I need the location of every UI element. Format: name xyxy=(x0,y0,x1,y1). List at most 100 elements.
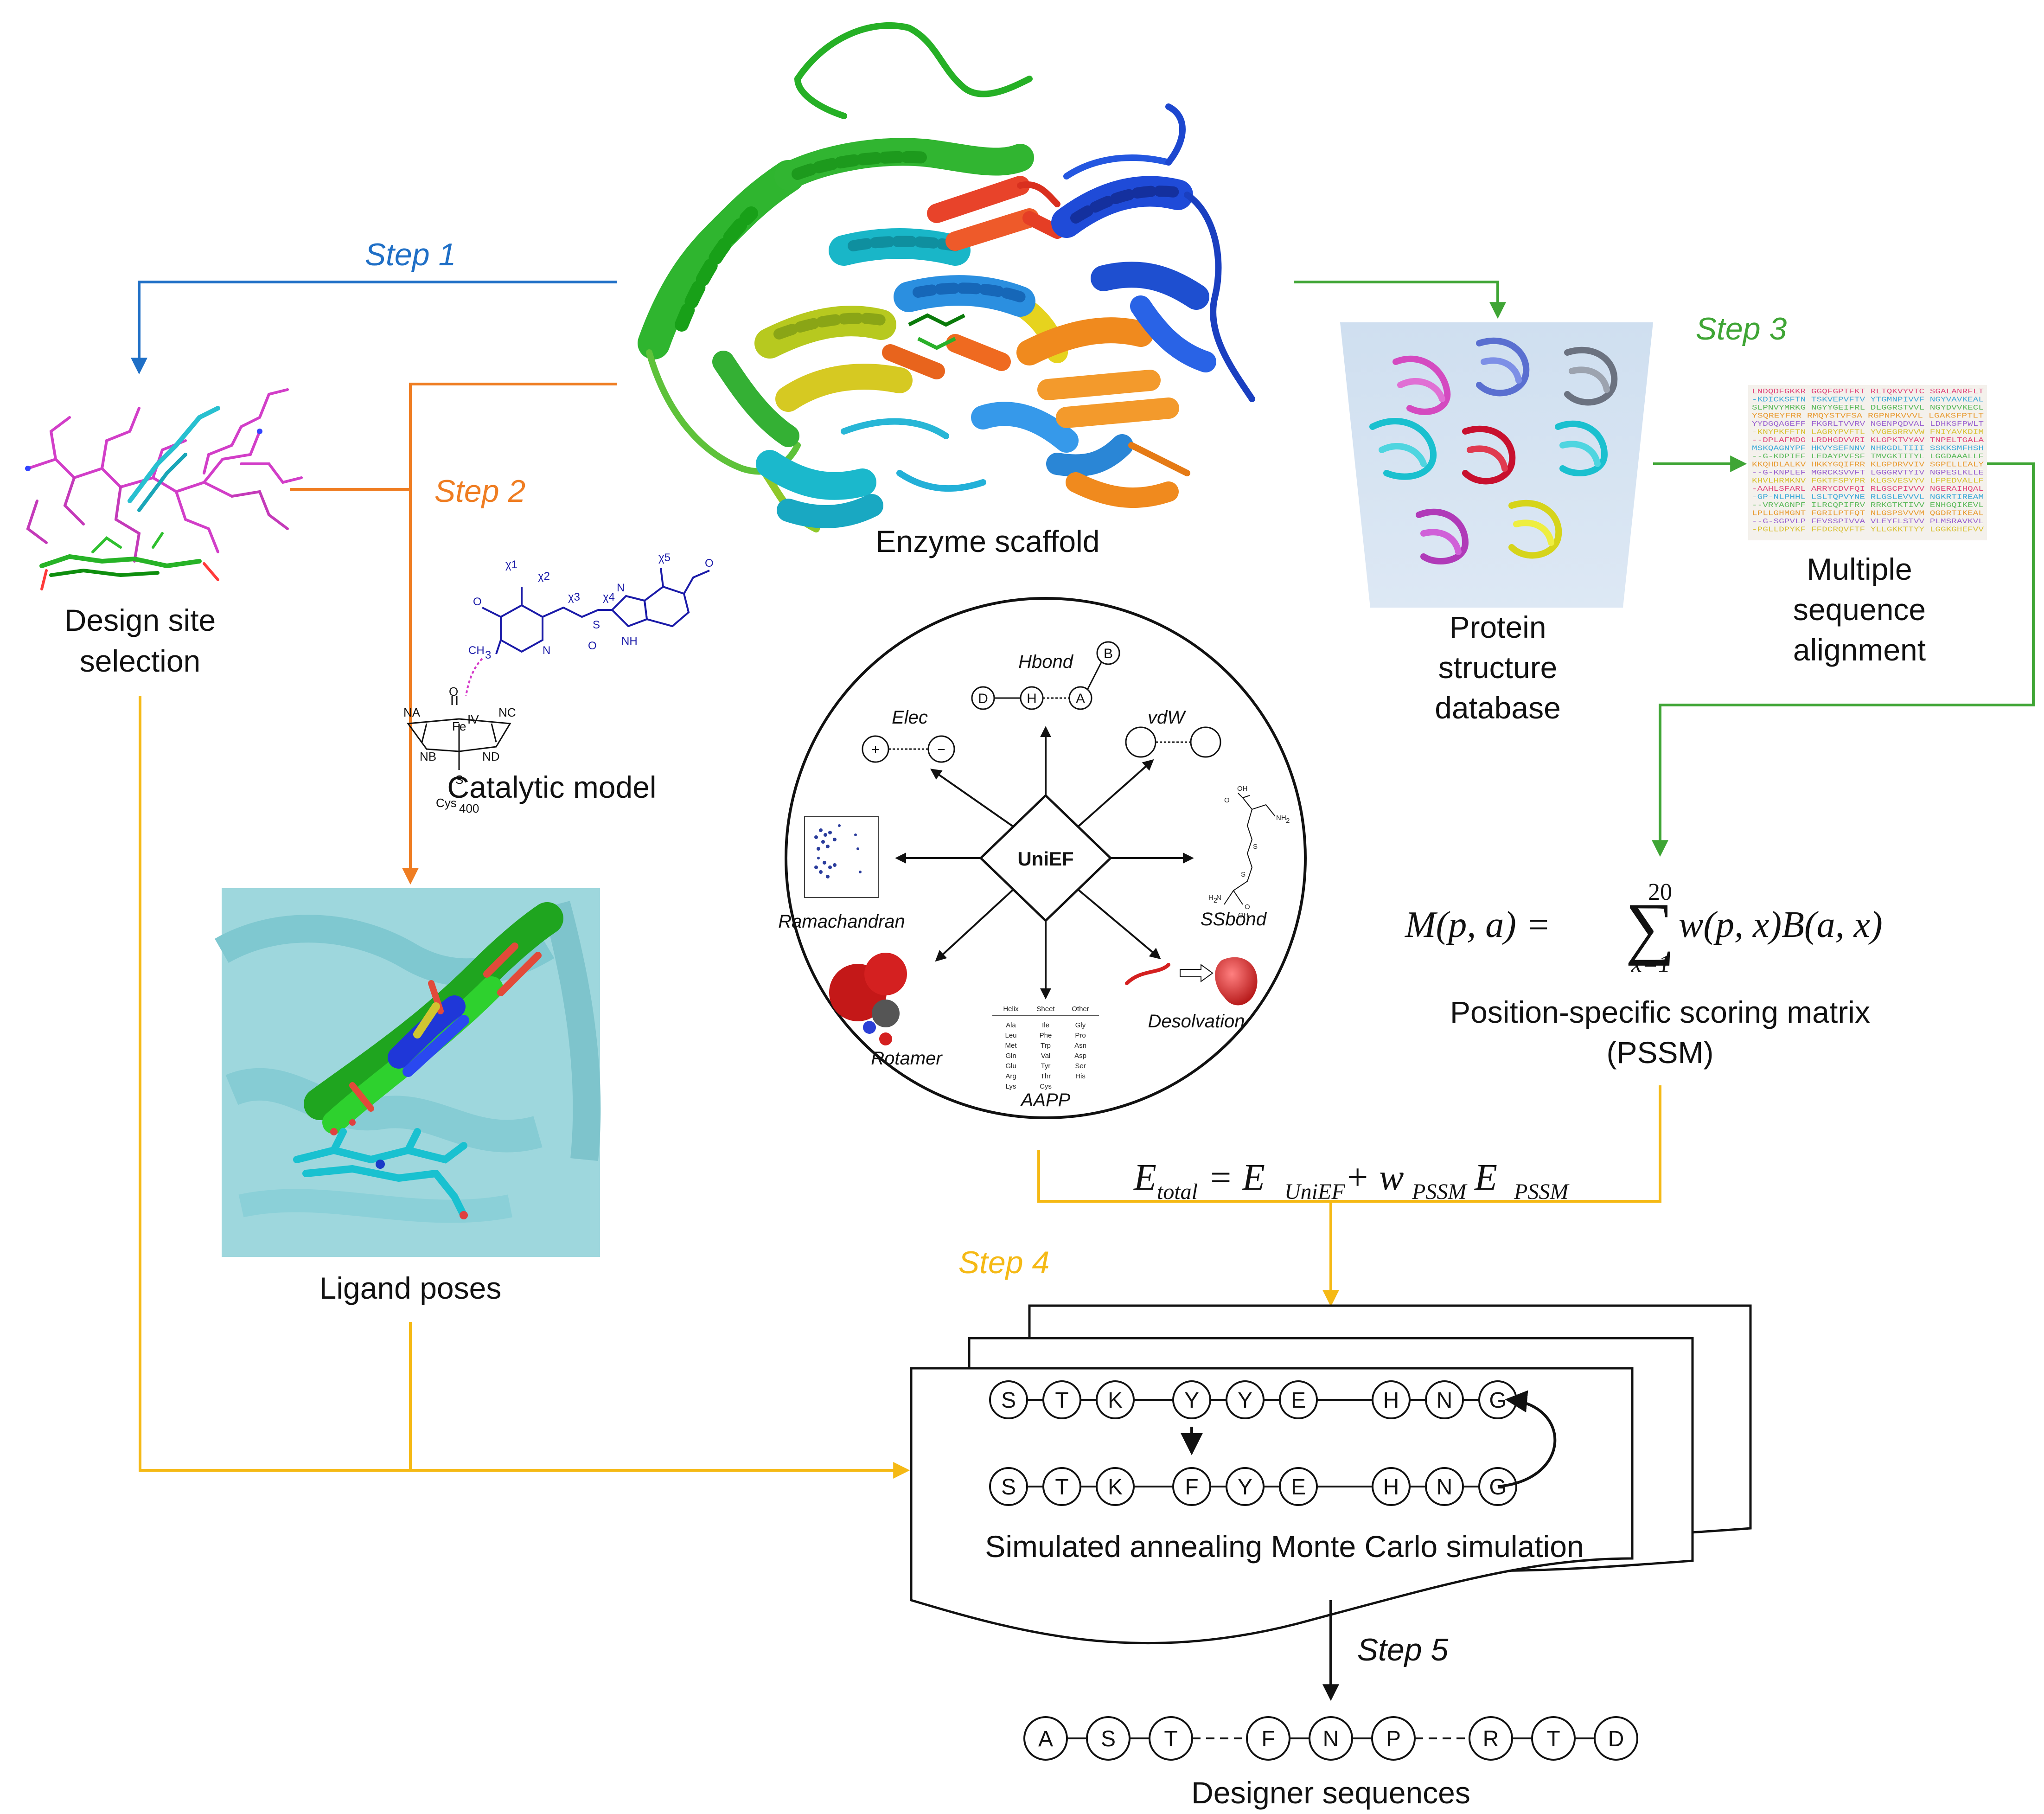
svg-text:χ3: χ3 xyxy=(568,591,580,603)
svg-text:E: E xyxy=(1133,1157,1156,1198)
design-site-to-simulation-arrow xyxy=(139,696,910,1479)
msa-row: --G-KDPIEF LEDAYPVFSF TMVGKTITYL LGGDAAA… xyxy=(1752,453,1984,461)
residue-letter: Y xyxy=(1238,1475,1252,1500)
residue-letter: E xyxy=(1291,1475,1306,1500)
step3-label: Step 3 xyxy=(1696,311,1787,346)
svg-text:2: 2 xyxy=(1286,817,1290,825)
aapp-cell: Val xyxy=(1041,1052,1051,1060)
residue-circle xyxy=(1372,1380,1411,1419)
aapp-cell: Leu xyxy=(1005,1032,1016,1039)
step1-label: Step 1 xyxy=(365,237,456,272)
svg-text:χ4: χ4 xyxy=(603,591,615,603)
ssbond-label: SSbond xyxy=(1201,909,1267,929)
msa-row: MSKQAGNYPF HKVYSEFNNV NHRGDLTIII SSKKSMF… xyxy=(1752,445,1984,453)
msa-row: KKQHDLALKV HKKYGQIFRR KLGPDRVVIV SGPELLE… xyxy=(1752,462,1984,469)
aapp-header: Helix xyxy=(1003,1005,1019,1013)
residue-circle xyxy=(1279,1380,1318,1419)
svg-text:PSSM: PSSM xyxy=(1412,1179,1468,1204)
aapp-cell: Arg xyxy=(1005,1072,1016,1080)
svg-text:400: 400 xyxy=(459,801,479,815)
step4-label: Step 4 xyxy=(958,1245,1050,1280)
svg-text:2: 2 xyxy=(1214,897,1217,904)
svg-text:Fe: Fe xyxy=(452,719,466,733)
svg-text:NB: NB xyxy=(420,750,436,763)
aapp-header: Sheet xyxy=(1036,1005,1055,1013)
msa-row: -PGLLDPYKF FFDCRQVFTF YLLGKKTTYY LGGKGHE… xyxy=(1752,526,1984,534)
svg-text:O: O xyxy=(1245,903,1250,911)
msa-row: YSQREYFRR RMQYSTVFSA RGPNPKVVVL LGAKSFPT… xyxy=(1752,413,1984,420)
residue-letter: T xyxy=(1055,1388,1068,1413)
design-site-label-1: Design site xyxy=(64,603,216,637)
desolvation-image xyxy=(1125,957,1258,1006)
pssm-label-1: Position-specific scoring matrix xyxy=(1450,995,1870,1029)
residue-letter: Y xyxy=(1184,1388,1199,1413)
simulation-label: Simulated annealing Monte Carlo simulati… xyxy=(985,1529,1584,1564)
residue-circle xyxy=(1042,1467,1081,1506)
svg-text:S: S xyxy=(455,773,463,787)
hbond-label: Hbond xyxy=(1018,652,1074,672)
svg-text:NC: NC xyxy=(498,705,516,719)
svg-text:O: O xyxy=(588,640,597,652)
svg-text:OH: OH xyxy=(1238,911,1249,919)
svg-text:χ1: χ1 xyxy=(505,558,517,571)
aapp-cell: Ser xyxy=(1075,1062,1086,1070)
svg-text:IV: IV xyxy=(467,712,479,726)
residue-letter: S xyxy=(1001,1475,1016,1500)
svg-text:H: H xyxy=(1208,894,1214,902)
aapp-cell: Ile xyxy=(1042,1021,1049,1029)
design-site-image xyxy=(25,388,303,590)
svg-text:w(p, x)B(a, x): w(p, x)B(a, x) xyxy=(1679,904,1883,945)
msa-row: LPLLGHMGNT FGRILPTFQT NLGSPSVVVM QGDRTIK… xyxy=(1752,510,1984,518)
aapp-cell: Cys xyxy=(1040,1083,1052,1090)
svg-text:S: S xyxy=(593,619,600,631)
residue-circle xyxy=(1425,1380,1464,1419)
svg-text:A: A xyxy=(1076,691,1085,706)
msa-row: LNDQDFGKKR GGQFGPTFKT RLTQKVYVTC SGALANR… xyxy=(1752,388,1984,396)
step2-arrow xyxy=(402,383,617,885)
msa-row: KHVLHRMKNV FGKTFSPYPR KLGSVESVYV LFPEDVA… xyxy=(1752,478,1984,485)
aapp-cell: Asp xyxy=(1074,1052,1086,1060)
svg-text:−: − xyxy=(937,742,945,757)
aapp-cell: His xyxy=(1075,1072,1086,1080)
pssm-formula: M(p, a) = ∑ 20 x=1 w(p, x)B(a, x) xyxy=(1405,879,1883,977)
msa-label-3: alignment xyxy=(1793,633,1926,667)
pssm-label-2: (PSSM) xyxy=(1607,1035,1714,1070)
residue-circle xyxy=(989,1380,1028,1419)
protein-db-label-1: Protein xyxy=(1449,610,1546,644)
svg-text:ND: ND xyxy=(482,750,500,763)
catalytic-model-label: Catalytic model xyxy=(447,770,656,804)
aapp-label: AAPP xyxy=(1020,1090,1071,1110)
svg-text:χ5: χ5 xyxy=(658,551,671,564)
svg-text:total: total xyxy=(1157,1179,1198,1204)
residue-circle xyxy=(1172,1380,1211,1419)
residue-letter: K xyxy=(1108,1388,1123,1413)
svg-text:B: B xyxy=(1104,646,1113,661)
aapp-cell: Ala xyxy=(1006,1021,1016,1029)
svg-text:NH: NH xyxy=(1276,814,1286,822)
residue-circle xyxy=(1226,1380,1265,1419)
svg-text:E: E xyxy=(1474,1157,1497,1198)
residue-letter: Y xyxy=(1238,1388,1252,1413)
residue-circle xyxy=(1172,1467,1211,1506)
residue-circle xyxy=(1246,1716,1290,1761)
msa-row: --G-KNPLEF MGRCKSVVFT LGGGRVTYIV NGPESLK… xyxy=(1752,469,1984,477)
svg-text:H: H xyxy=(1027,691,1037,706)
svg-text:S: S xyxy=(1253,843,1258,851)
svg-text:3: 3 xyxy=(485,649,491,661)
svg-text:20: 20 xyxy=(1648,879,1672,905)
step5-label: Step 5 xyxy=(1357,1632,1449,1667)
svg-text:+: + xyxy=(871,742,880,757)
svg-text:x=1: x=1 xyxy=(1631,951,1670,977)
aapp-header: Other xyxy=(1072,1005,1089,1013)
svg-text:+ w: + w xyxy=(1345,1157,1404,1198)
ramachandran-label: Ramachandran xyxy=(778,911,905,932)
unief-center-label: UniEF xyxy=(1017,848,1073,870)
aapp-cell: Gly xyxy=(1075,1021,1086,1029)
msa-row: -GP-NLPHHL LSLTQPVYNE RLGSLEVVVL NGKRTIR… xyxy=(1752,494,1984,501)
aapp-cell: Lys xyxy=(1006,1083,1016,1090)
aapp-cell: Tyr xyxy=(1041,1062,1051,1070)
